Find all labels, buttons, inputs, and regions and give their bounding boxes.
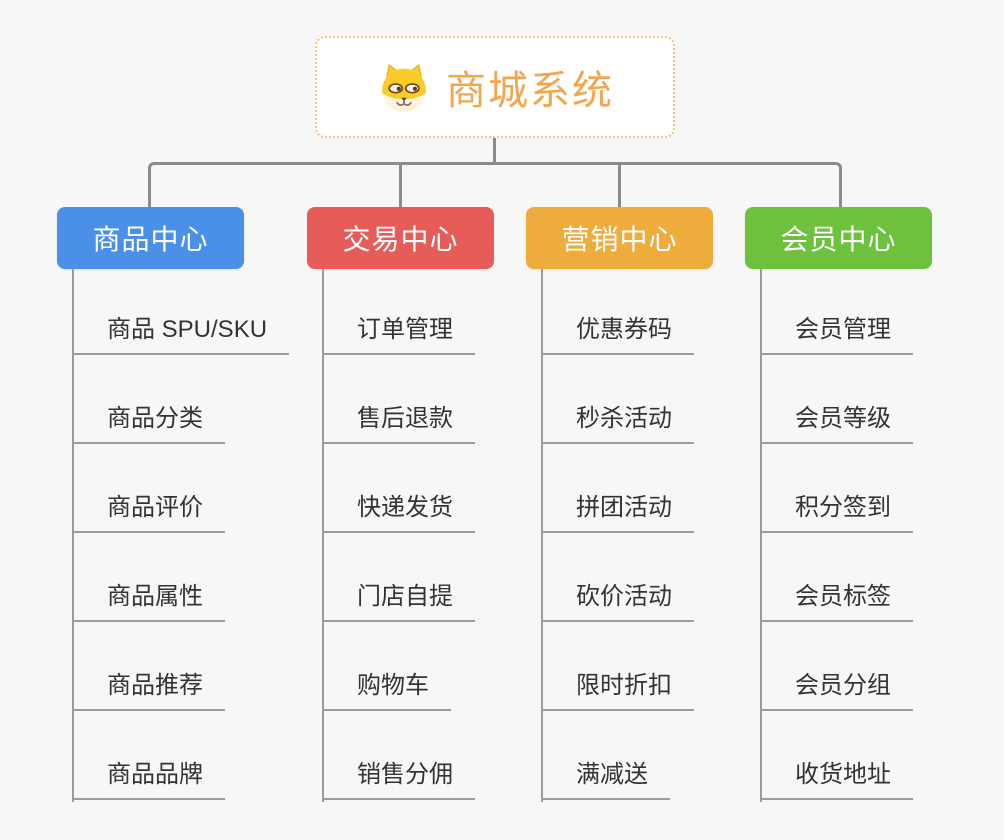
mindmap-item[interactable]: 商品 SPU/SKU bbox=[72, 317, 290, 355]
mindmap-item[interactable]: 商品分类 bbox=[72, 406, 225, 444]
branch-label: 营销中心 bbox=[561, 224, 678, 255]
branch-header-marketing-center[interactable]: 营销中心 bbox=[526, 207, 713, 269]
branch-trunk-line bbox=[541, 269, 543, 802]
root-node[interactable]: 商城系统 bbox=[315, 36, 675, 138]
mindmap-item[interactable]: 商品品牌 bbox=[72, 762, 225, 800]
branch-label: 会员中心 bbox=[780, 224, 897, 255]
branch-header-trade-center[interactable]: 交易中心 bbox=[307, 207, 494, 269]
branch-trunk-line bbox=[72, 269, 74, 802]
mindmap-item[interactable]: 会员管理 bbox=[760, 317, 913, 355]
mindmap-item[interactable]: 会员等级 bbox=[760, 406, 913, 444]
mindmap-item[interactable]: 商品属性 bbox=[72, 584, 225, 622]
mindmap-item[interactable]: 秒杀活动 bbox=[541, 406, 694, 444]
mindmap-item[interactable]: 拼团活动 bbox=[541, 495, 694, 533]
mindmap-item[interactable]: 限时折扣 bbox=[541, 673, 694, 711]
root-title: 商城系统 bbox=[446, 69, 614, 113]
mindmap-item[interactable]: 收货地址 bbox=[760, 762, 913, 800]
mindmap-item[interactable]: 销售分佣 bbox=[322, 762, 475, 800]
branch-label: 商品中心 bbox=[92, 224, 209, 255]
branch-header-product-center[interactable]: 商品中心 bbox=[57, 207, 244, 269]
mindmap-item[interactable]: 砍价活动 bbox=[541, 584, 694, 622]
mindmap-item[interactable]: 订单管理 bbox=[322, 317, 475, 355]
connector-rail bbox=[148, 162, 842, 208]
mindmap-item[interactable]: 优惠券码 bbox=[541, 317, 694, 355]
mindmap-item[interactable]: 会员标签 bbox=[760, 584, 913, 622]
mindmap-item[interactable]: 购物车 bbox=[322, 673, 451, 711]
connector-drop-branch-2 bbox=[399, 164, 402, 207]
mindmap-item[interactable]: 售后退款 bbox=[322, 406, 475, 444]
branch-header-member-center[interactable]: 会员中心 bbox=[745, 207, 932, 269]
mindmap-item[interactable]: 商品评价 bbox=[72, 495, 225, 533]
mindmap-item[interactable]: 会员分组 bbox=[760, 673, 913, 711]
dog-face-icon bbox=[382, 63, 426, 113]
connector-root-stem bbox=[493, 138, 496, 164]
mindmap-item[interactable]: 满减送 bbox=[541, 762, 670, 800]
mindmap-item[interactable]: 积分签到 bbox=[760, 495, 913, 533]
connector-drop-branch-3 bbox=[618, 164, 621, 207]
branch-label: 交易中心 bbox=[342, 224, 459, 255]
mindmap-item[interactable]: 商品推荐 bbox=[72, 673, 225, 711]
mindmap-item[interactable]: 门店自提 bbox=[322, 584, 475, 622]
branch-trunk-line bbox=[760, 269, 762, 802]
mindmap-item[interactable]: 快递发货 bbox=[322, 495, 475, 533]
branch-trunk-line bbox=[322, 269, 324, 802]
